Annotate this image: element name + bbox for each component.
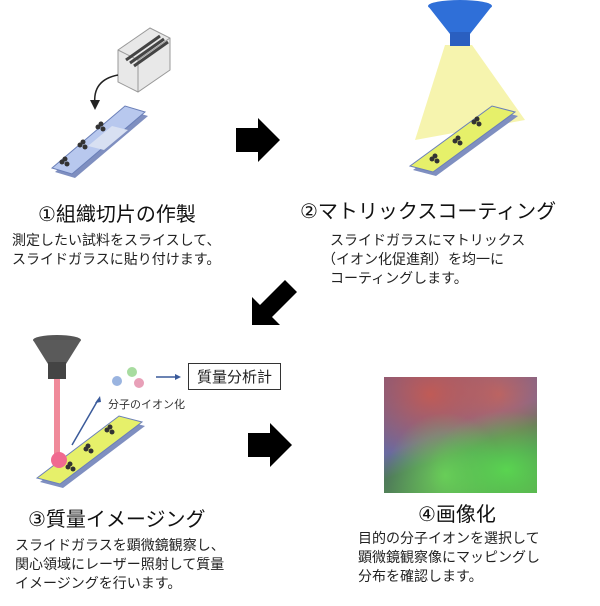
- laser-beam: [54, 379, 60, 457]
- step3-title: ③質量イメージング: [28, 507, 206, 531]
- step4-title: ④画像化: [418, 502, 496, 526]
- coating-nozzle-icon: [428, 0, 492, 46]
- down-left-arrow-icon: [252, 280, 297, 325]
- slide-glass-1: [50, 105, 148, 178]
- ion-ball: [112, 376, 122, 386]
- mass-spectrometer-box: 質量分析計: [188, 363, 282, 390]
- desc-line: （イオン化促進剤）を均一に: [322, 252, 504, 268]
- desc-line: 関心領域にレーザー照射して質量: [15, 557, 225, 573]
- desc-line: コーティングします。: [330, 271, 468, 287]
- tissue-block-icon: [117, 27, 171, 93]
- desc-line: 目的の分子イオンを選択して: [358, 531, 540, 547]
- ionization-label: 分子のイオン化: [108, 398, 185, 411]
- right-arrow-icon: [236, 118, 280, 162]
- laser-source-icon: [33, 335, 81, 379]
- laser-spot: [51, 452, 67, 468]
- desc-line: 顕微鏡観察像にマッピングし: [358, 550, 540, 566]
- desc-line: スライドガラスに貼り付けます。: [12, 252, 221, 268]
- desc-line: 分布を確認します。: [358, 569, 483, 585]
- desc-line: スライドガラスにマトリックス: [330, 233, 526, 249]
- desc-line: イメージングを行います。: [15, 576, 182, 592]
- step3-desc: スライドガラスを顕微鏡観察し、 関心領域にレーザー照射して質量 イメージングを行…: [15, 537, 225, 594]
- step2-desc: スライドガラスにマトリックス （イオン化促進剤）を均一に コーティングします。: [322, 232, 526, 289]
- ion-ball: [134, 378, 144, 388]
- mapping-result-image: [384, 377, 537, 493]
- step2-title: ②マトリックスコーティング: [300, 199, 557, 223]
- desc-line: 測定したい試料をスライスして、: [12, 233, 221, 249]
- slide-glass-3: [35, 415, 145, 488]
- step1-desc: 測定したい試料をスライスして、 スライドガラスに貼り付けます。: [12, 232, 220, 270]
- ion-path-arrow: [71, 399, 99, 446]
- step4-desc: 目的の分子イオンを選択して 顕微鏡観察像にマッピングし 分布を確認します。: [358, 530, 540, 587]
- desc-line: スライドガラスを顕微鏡観察し、: [15, 538, 225, 554]
- slide-glass-2: [408, 105, 518, 176]
- right-arrow-icon: [248, 423, 292, 467]
- step1-title: ①組織切片の作製: [38, 202, 196, 226]
- ion-ball: [127, 367, 137, 377]
